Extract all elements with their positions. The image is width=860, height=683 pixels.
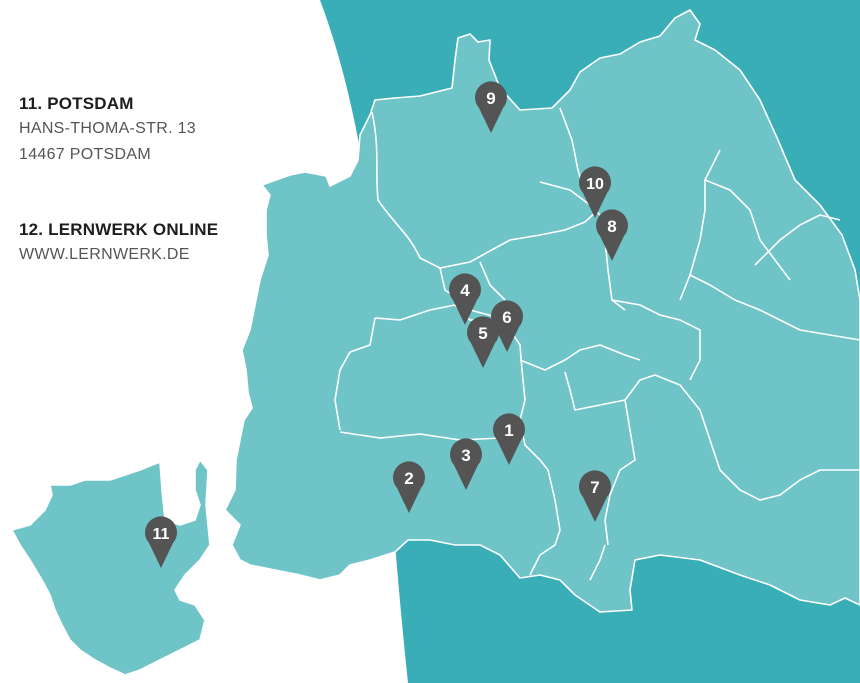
marker-label: 9	[486, 89, 495, 108]
location-pin-icon	[492, 413, 525, 465]
location-pin-icon	[579, 470, 611, 522]
marker-label: 1	[504, 421, 513, 440]
marker-label: 8	[607, 217, 616, 236]
location-pin-icon	[392, 461, 425, 513]
website-url[interactable]: WWW.LERNWERK.DE	[19, 246, 190, 263]
location-name: 12. LERNWERK ONLINE	[19, 220, 219, 239]
marker-7[interactable]: 7	[579, 470, 611, 522]
marker-11[interactable]: 11	[145, 516, 177, 568]
location-online: 12. LERNWERK ONLINE WWW.LERNWERK.DE	[19, 218, 218, 268]
location-pin-icon	[145, 516, 177, 568]
marker-label: 3	[461, 446, 470, 465]
marker-label: 10	[586, 176, 604, 193]
marker-label: 6	[502, 308, 511, 327]
marker-label: 5	[478, 324, 487, 343]
location-pin-icon	[474, 81, 507, 133]
marker-label: 4	[460, 281, 470, 300]
marker-6[interactable]: 6	[490, 300, 523, 352]
marker-10[interactable]: 10	[579, 166, 611, 218]
potsdam-area	[11, 459, 211, 676]
location-pin-icon	[466, 316, 499, 368]
marker-3[interactable]: 3	[450, 438, 482, 490]
location-pin-icon	[490, 300, 523, 352]
marker-1[interactable]: 1	[492, 413, 525, 465]
marker-label: 7	[590, 478, 599, 497]
location-pin-icon	[448, 273, 481, 325]
marker-2[interactable]: 2	[392, 461, 425, 513]
address-street: HANS-THOMA-STR. 13	[19, 120, 196, 137]
marker-5[interactable]: 5	[466, 316, 499, 368]
marker-label: 2	[404, 469, 413, 488]
location-pin-icon	[450, 438, 482, 490]
marker-4[interactable]: 4	[448, 273, 481, 325]
address-city: 14467 POTSDAM	[19, 146, 151, 163]
district-outline	[224, 9, 860, 613]
location-potsdam: 11. POTSDAM HANS-THOMA-STR. 13 14467 POT…	[19, 92, 196, 168]
location-pin-icon	[579, 166, 611, 218]
location-name: 11. POTSDAM	[19, 94, 134, 113]
marker-label: 11	[153, 526, 170, 543]
location-pin-icon	[595, 209, 628, 261]
potsdam-outline	[11, 459, 211, 676]
marker-9[interactable]: 9	[474, 81, 507, 133]
marker-8[interactable]: 8	[595, 209, 628, 261]
